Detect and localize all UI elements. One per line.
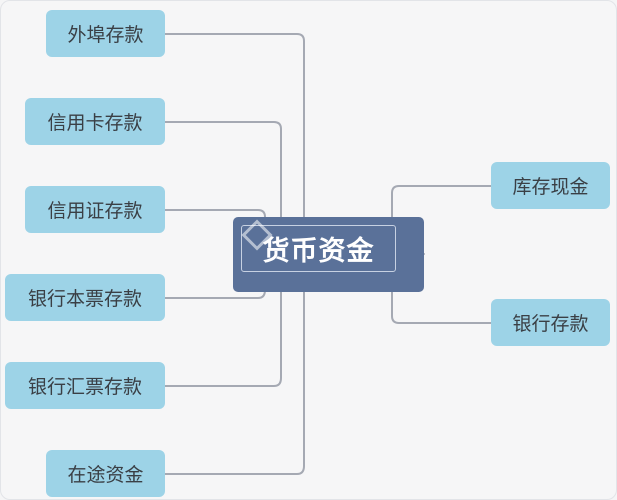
node-label: 银行汇票存款 [27,376,142,398]
node-label: 信用证存款 [47,200,143,222]
node-label: 在途资金 [67,464,144,486]
node-bank-deposit[interactable]: 银行存款 [491,299,610,346]
node-label: 银行本票存款 [27,288,142,310]
node-letter-of-credit-deposit[interactable]: 信用证存款 [25,186,165,233]
center-node-monetary-funds[interactable]: 货币资金 [233,217,424,292]
node-bank-promissory-note-deposit[interactable]: 银行本票存款 [5,274,165,321]
node-funds-in-transit[interactable]: 在途资金 [46,450,165,497]
node-bank-draft-deposit[interactable]: 银行汇票存款 [5,362,165,409]
node-label: 外埠存款 [67,24,144,46]
node-label: 库存现金 [512,176,589,198]
node-waibu-deposit[interactable]: 外埠存款 [46,10,165,57]
center-node-frame: 货币资金 [241,225,396,272]
center-node-label: 货币资金 [262,236,375,267]
node-credit-card-deposit[interactable]: 信用卡存款 [25,98,165,145]
node-label: 银行存款 [512,313,589,335]
node-label: 信用卡存款 [47,112,143,134]
node-cash-on-hand[interactable]: 库存现金 [491,162,610,209]
